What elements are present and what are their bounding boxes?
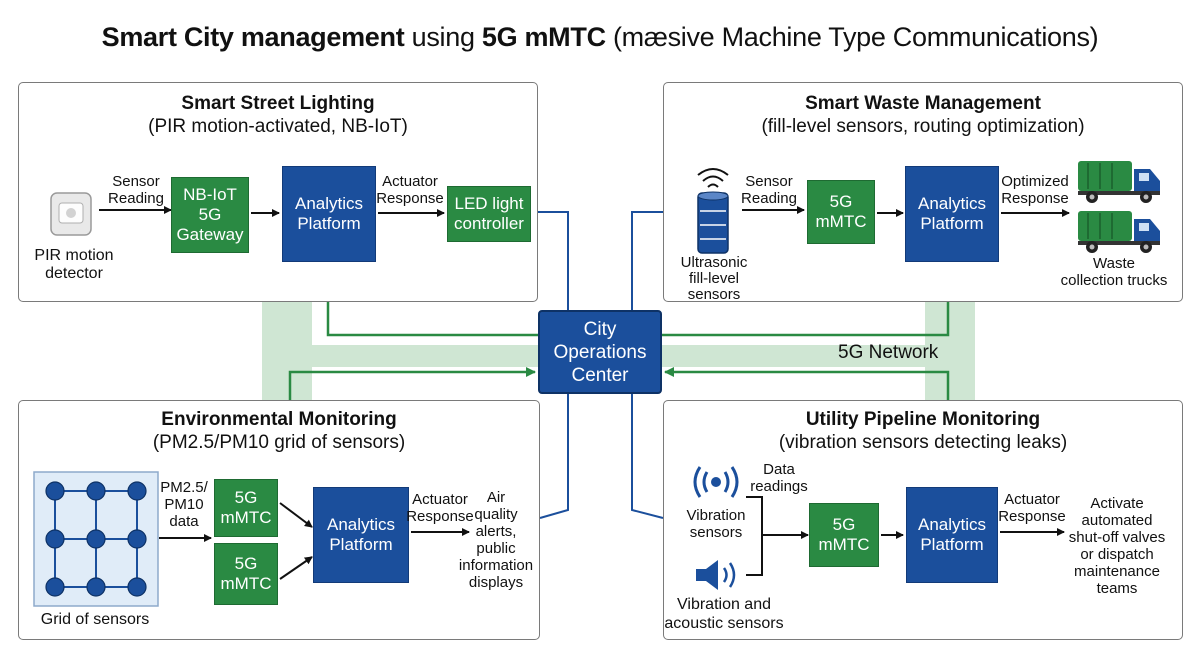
analytics-platform-box: Analytics Platform [282, 166, 376, 262]
arrow-detector-to-gateway [99, 206, 172, 214]
pir-detector-label: PIR motion detector [34, 247, 114, 282]
page-title: Smart City management using 5G mMTC (mæs… [101, 22, 1099, 52]
garbage-truck-icon [1078, 161, 1160, 203]
ultrasonic-sensors-label: Ultrasonic fill-level sensors [680, 254, 748, 303]
analytics-platform-box: Analytics Platform [906, 487, 998, 583]
vibration-sensor-icon [693, 466, 739, 498]
garbage-truck-icon [1078, 211, 1160, 253]
nbiot-gateway-box: NB-IoT 5G Gateway [171, 177, 249, 253]
analytics-platform-box: Analytics Platform [905, 166, 999, 262]
sensor-reading-label: Sensor Reading [741, 173, 797, 207]
mmtc-box-bottom: 5G mMTC [214, 543, 278, 605]
grid-of-sensors-label: Grid of sensors [40, 611, 150, 628]
analytics-platform-box: Analytics Platform [313, 487, 409, 583]
arrow-analytics-to-trucks [1001, 209, 1070, 217]
panel-street-lighting: Smart Street Lighting (PIR motion-activa… [18, 82, 538, 302]
panel-title: Smart Waste Management [805, 93, 1041, 114]
arrow-analytics-to-output [411, 528, 470, 536]
actuator-response-label: Actuator Response [998, 491, 1066, 525]
actuator-response-label: Actuator Response [376, 173, 444, 207]
green-arrow-from-pipeline [664, 367, 950, 400]
ultrasonic-bin-sensor-icon [697, 168, 729, 254]
arrow-mmtc-to-analytics [877, 209, 904, 217]
vibration-sensors-label: Vibration sensors [686, 507, 746, 541]
sensor-grid-icon [33, 471, 159, 607]
panel-pipeline-monitoring: Utility Pipeline Monitoring (vibration s… [663, 400, 1183, 640]
acoustic-sensors-label: Vibration and acoustic sensors [664, 596, 784, 632]
arrows-sensors-to-mmtc [746, 496, 809, 576]
green-arrow-from-environment [288, 367, 536, 400]
arrows-mmtc-to-analytics [279, 502, 313, 580]
wire-to-pipeline [631, 394, 664, 519]
pm-data-label: PM2.5/ PM10 data [160, 479, 208, 530]
panel-waste-management: Smart Waste Management (fill-level senso… [663, 82, 1183, 303]
panel-subtitle: (PM2.5/PM10 grid of sensors) [152, 432, 406, 453]
panel-environmental-monitoring: Environmental Monitoring (PM2.5/PM10 gri… [18, 400, 540, 640]
air-quality-output-label: Air quality alerts, public information d… [458, 489, 534, 591]
actuator-response-label: Actuator Response [406, 491, 474, 525]
pir-sensor-icon [50, 192, 92, 236]
panel-subtitle: (fill-level sensors, routing optimizatio… [761, 116, 1085, 137]
mmtc-box: 5G mMTC [809, 503, 879, 567]
arrow-grid-to-mmtc [159, 534, 212, 542]
panel-title: Environmental Monitoring [161, 409, 397, 430]
arrow-analytics-to-led [378, 209, 445, 217]
sensor-reading-label: Sensor Reading [108, 173, 164, 207]
data-readings-label: Data readings [750, 461, 808, 495]
optimized-response-label: Optimized Response [1001, 173, 1069, 207]
panel-subtitle: (PIR motion-activated, NB-IoT) [148, 116, 408, 137]
arrow-mmtc-to-analytics [881, 531, 904, 539]
city-operations-center: City Operations Center [538, 310, 662, 394]
wire-to-environment [539, 394, 569, 519]
arrow-sensor-to-mmtc [742, 206, 805, 214]
panel-subtitle: (vibration sensors detecting leaks) [778, 432, 1068, 453]
waste-trucks-label: Waste collection trucks [1060, 255, 1168, 289]
mmtc-box-top: 5G mMTC [214, 479, 278, 537]
panel-title: Utility Pipeline Monitoring [805, 409, 1041, 430]
led-controller-box: LED light controller [447, 186, 531, 242]
speaker-icon [696, 560, 736, 590]
arrow-analytics-to-output [1000, 528, 1065, 536]
panel-title: Smart Street Lighting [181, 93, 375, 114]
5g-network-label: 5G Network [838, 342, 939, 363]
mmtc-box: 5G mMTC [807, 180, 875, 244]
arrow-gateway-to-analytics [251, 209, 280, 217]
shutoff-dispatch-label: Activate automated shut-off valves or di… [1068, 495, 1166, 597]
